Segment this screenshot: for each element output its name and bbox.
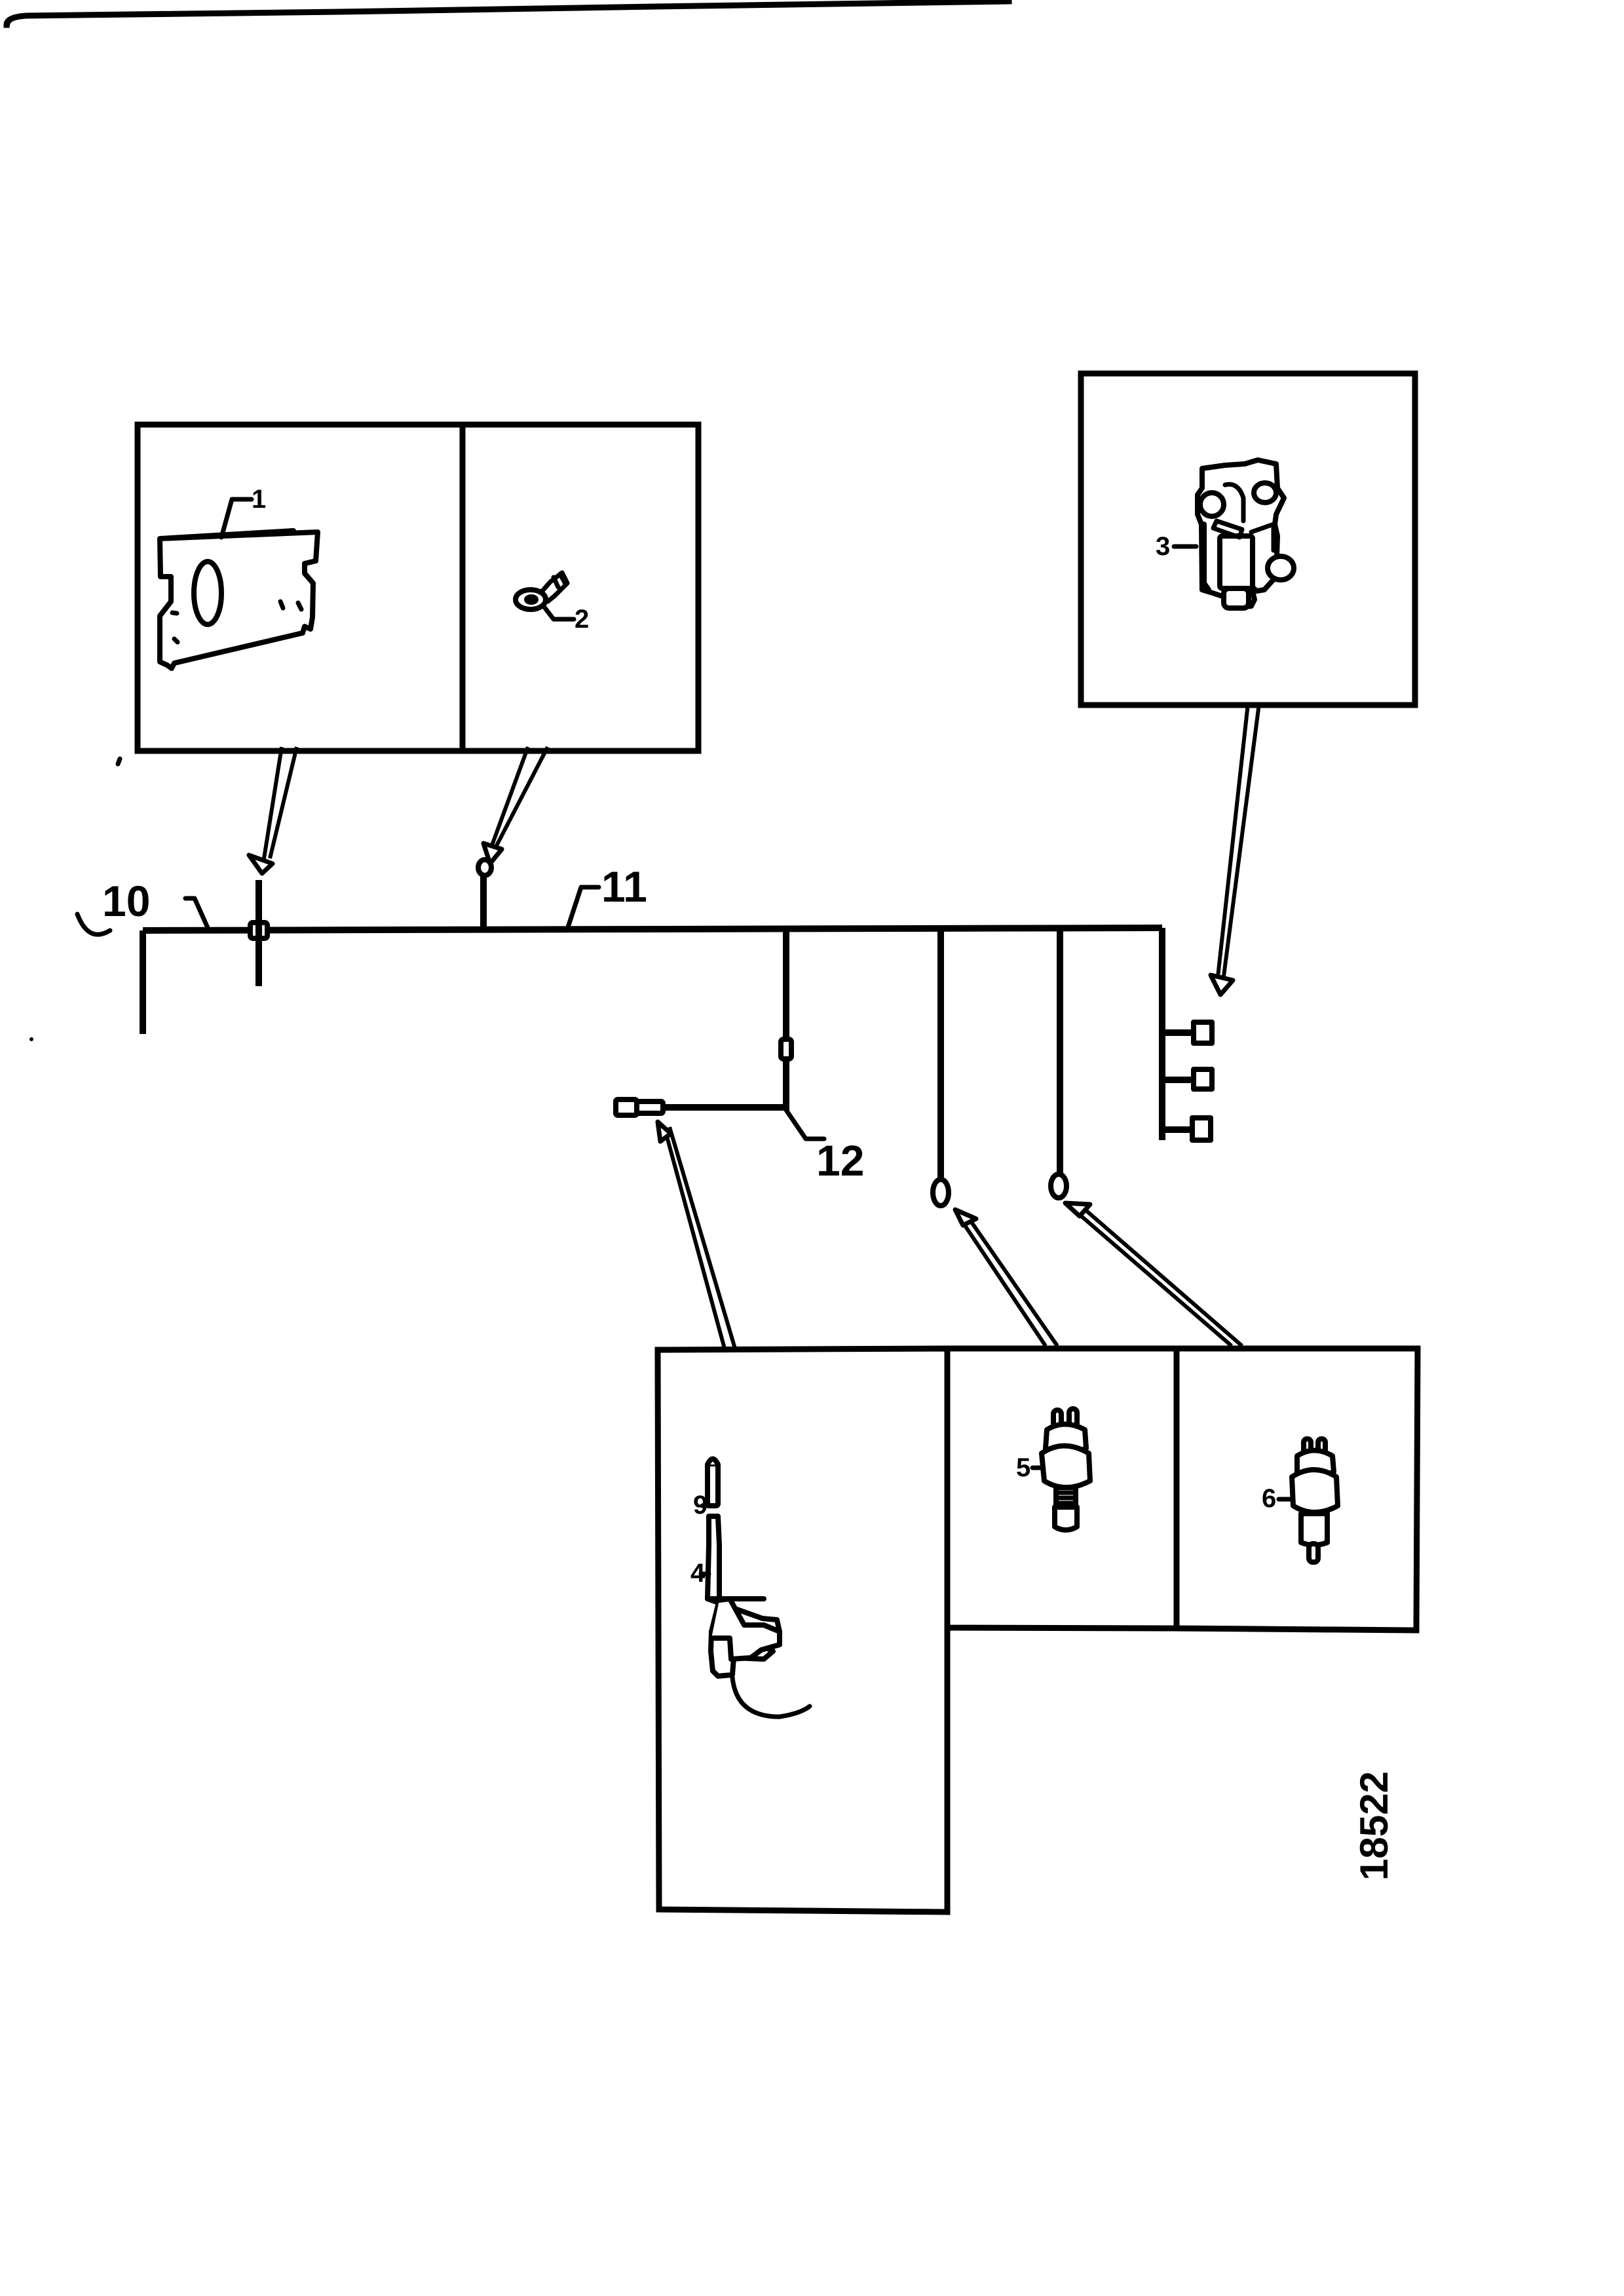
ring-terminal-connector [476, 857, 494, 878]
callout-1: 1 [252, 485, 266, 514]
bracket-plate-illustration [157, 528, 320, 671]
pressure-switch-6-illustration [1289, 1436, 1340, 1565]
solenoid-valve-illustration [1195, 457, 1296, 611]
callout-11: 11 [601, 862, 647, 911]
panel-6: 6 [1173, 1345, 1421, 1634]
pressure-switch-5-illustration [1039, 1406, 1093, 1533]
temperature-sensor-illustration [705, 1456, 812, 1719]
pointer-arrow-panel-1 [246, 746, 299, 876]
pointer-arrow-panel-3 [1208, 703, 1261, 997]
callout-10: 10 [102, 877, 150, 925]
sensor-connector-plug [613, 1097, 639, 1118]
callout-9: 9 [693, 1491, 708, 1520]
scan-speck [29, 1037, 33, 1041]
panel-4: 9 4 [654, 1345, 951, 1915]
pointer-arrow-panel-5 [953, 1207, 1059, 1347]
callout-12: 12 [816, 1136, 864, 1185]
inline-connector [778, 1037, 794, 1062]
connector-5 [930, 1177, 951, 1208]
leader-line-10 [183, 896, 211, 932]
connector-6 [1048, 1172, 1069, 1200]
bracket-hole [191, 559, 224, 627]
connector-3b [1191, 1067, 1215, 1092]
pointer-arrow-panel-4 [655, 1119, 737, 1349]
panel-5: 5 [944, 1345, 1180, 1632]
connector-3c [1190, 1115, 1213, 1143]
scan-edge-line [3, 0, 1012, 28]
pointer-arrow-panel-6 [1063, 1200, 1243, 1348]
panel-1: 1 [134, 421, 466, 754]
reference-number: 18522 [1352, 1771, 1396, 1881]
callout-5: 5 [1016, 1453, 1030, 1482]
wiring-harness: 10 11 12 [75, 857, 1215, 1208]
leader-line-1 [219, 497, 254, 540]
panel-2: 2 [459, 421, 702, 754]
panel-3: 3 [1078, 370, 1418, 708]
callout-6: 6 [1262, 1484, 1276, 1513]
callout-3: 3 [1156, 532, 1170, 561]
pointer-arrow-panel-2 [481, 746, 550, 866]
connector-3a [1191, 1020, 1215, 1046]
harness-10-end-arc [75, 911, 113, 937]
leader-line-2 [542, 605, 576, 622]
scan-speck [115, 756, 123, 767]
grommet-connector [248, 880, 270, 986]
leader-line-11 [565, 885, 601, 932]
harness-branch-12 [643, 928, 789, 1111]
harness-trunk-11 [142, 925, 1163, 934]
leader-line-12 [784, 1107, 827, 1141]
callout-4: 4 [690, 1559, 706, 1588]
callout-2: 2 [575, 605, 589, 634]
